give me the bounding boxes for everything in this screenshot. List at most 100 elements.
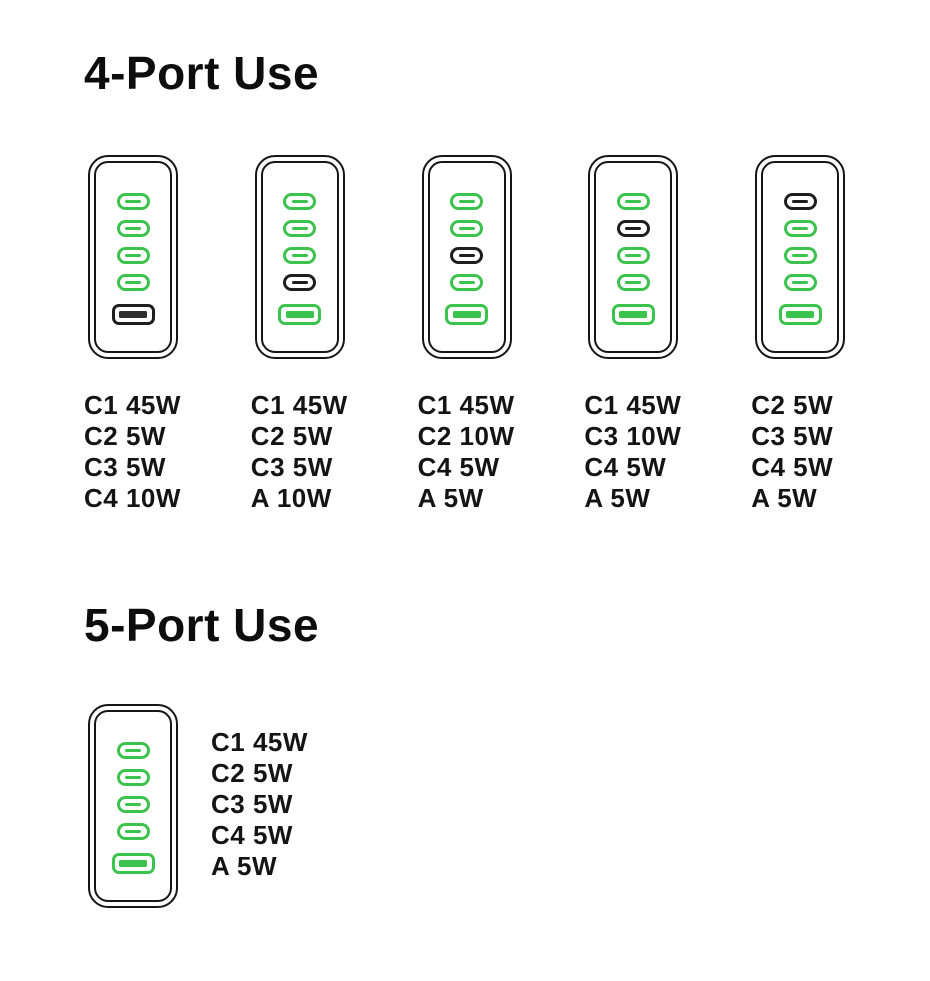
port-pin-bar xyxy=(125,802,141,807)
usb-c-port-icon-inactive xyxy=(783,193,817,210)
usb-c-port-icon-active xyxy=(616,247,650,264)
charger-device xyxy=(88,704,178,908)
usb-c-port-icon-active xyxy=(116,742,150,759)
usb-c-port-icon-active xyxy=(616,193,650,210)
port-pin-bar xyxy=(792,280,809,285)
port-power-label: A 5W xyxy=(211,851,278,881)
port-pin-bar xyxy=(625,253,642,258)
port-pin-bar xyxy=(285,310,314,319)
charger-device xyxy=(254,155,345,359)
port-power-label: A 5W xyxy=(584,483,651,513)
port-power-label: C1 45W xyxy=(250,390,348,420)
usb-c-port-icon-active xyxy=(283,247,317,264)
usb-c-port-icon-inactive xyxy=(616,220,650,237)
port-pin-bar xyxy=(625,226,642,231)
port-power-label: C3 5W xyxy=(211,789,293,819)
usb-c-port-icon-active xyxy=(616,274,650,291)
port-pin-bar xyxy=(125,775,141,780)
port-power-label: C2 5W xyxy=(250,421,333,451)
port-pin-bar xyxy=(119,859,147,868)
usb-c-port-icon-active xyxy=(450,274,484,291)
section-title-4-port: 4-Port Use xyxy=(84,47,320,99)
port-pin-bar xyxy=(125,829,141,834)
port-pin-bar xyxy=(125,748,141,753)
port-pin-bar xyxy=(125,226,141,231)
port-power-label: A 10W xyxy=(250,483,332,513)
port-pin-bar xyxy=(119,310,147,319)
usb-c-port-icon-active xyxy=(783,220,817,237)
charger-faceplate xyxy=(94,161,172,353)
charger-faceplate xyxy=(260,161,339,353)
port-pin-bar xyxy=(458,226,475,231)
port-power-label: C4 5W xyxy=(211,820,293,850)
port-power-label: C1 45W xyxy=(417,390,515,420)
usb-a-port-icon-active xyxy=(778,304,822,325)
usb-a-port-icon-active xyxy=(445,304,489,325)
usb-c-port-icon-active xyxy=(783,247,817,264)
port-power-label: C3 10W xyxy=(584,421,682,451)
charger-faceplate xyxy=(594,161,673,353)
usb-c-port-icon-active xyxy=(116,796,150,813)
port-pin-bar xyxy=(291,253,308,258)
charger-faceplate xyxy=(761,161,840,353)
port-pin-bar xyxy=(792,253,809,258)
usb-c-port-icon-inactive xyxy=(283,274,317,291)
charger-device xyxy=(588,155,679,359)
port-pin-bar xyxy=(291,199,308,204)
usb-c-port-icon-active xyxy=(116,193,150,210)
section-title-5-port: 5-Port Use xyxy=(84,599,320,651)
port-pin-bar xyxy=(625,280,642,285)
usb-a-port-icon-inactive xyxy=(111,304,155,325)
port-pin-bar xyxy=(291,280,308,285)
charger-device xyxy=(88,155,178,359)
port-pin-bar xyxy=(125,253,141,258)
usb-c-port-icon-active xyxy=(450,220,484,237)
port-pin-bar xyxy=(619,310,648,319)
usb-c-port-icon-active xyxy=(116,274,150,291)
port-pin-bar xyxy=(786,310,815,319)
charger-faceplate xyxy=(94,710,172,902)
port-power-label: C1 45W xyxy=(84,390,181,420)
port-power-label: C4 5W xyxy=(584,452,667,482)
port-pin-bar xyxy=(625,199,642,204)
usb-c-port-icon-active xyxy=(116,220,150,237)
port-pin-bar xyxy=(125,199,141,204)
port-power-label: C4 5W xyxy=(751,452,834,482)
port-power-label: C4 10W xyxy=(84,483,181,513)
port-power-label: C1 45W xyxy=(584,390,682,420)
usb-c-port-icon-inactive xyxy=(450,247,484,264)
port-pin-bar xyxy=(458,280,475,285)
port-power-label: C2 5W xyxy=(211,758,293,788)
usb-a-port-icon-active xyxy=(111,853,155,874)
port-power-label: C3 5W xyxy=(84,452,166,482)
port-power-label: C2 10W xyxy=(417,421,515,451)
port-pin-bar xyxy=(452,310,481,319)
port-power-label: C2 5W xyxy=(751,390,834,420)
port-power-label: C1 45W xyxy=(211,727,308,757)
usb-c-port-icon-active xyxy=(283,220,317,237)
port-power-label: C3 5W xyxy=(751,421,834,451)
charger-faceplate xyxy=(427,161,506,353)
charger-device xyxy=(755,155,846,359)
port-power-label: C2 5W xyxy=(84,421,166,451)
port-power-label: A 5W xyxy=(417,483,484,513)
port-pin-bar xyxy=(291,226,308,231)
port-pin-bar xyxy=(125,280,141,285)
port-pin-bar xyxy=(458,199,475,204)
usb-c-port-icon-active xyxy=(116,823,150,840)
charger-device xyxy=(421,155,512,359)
